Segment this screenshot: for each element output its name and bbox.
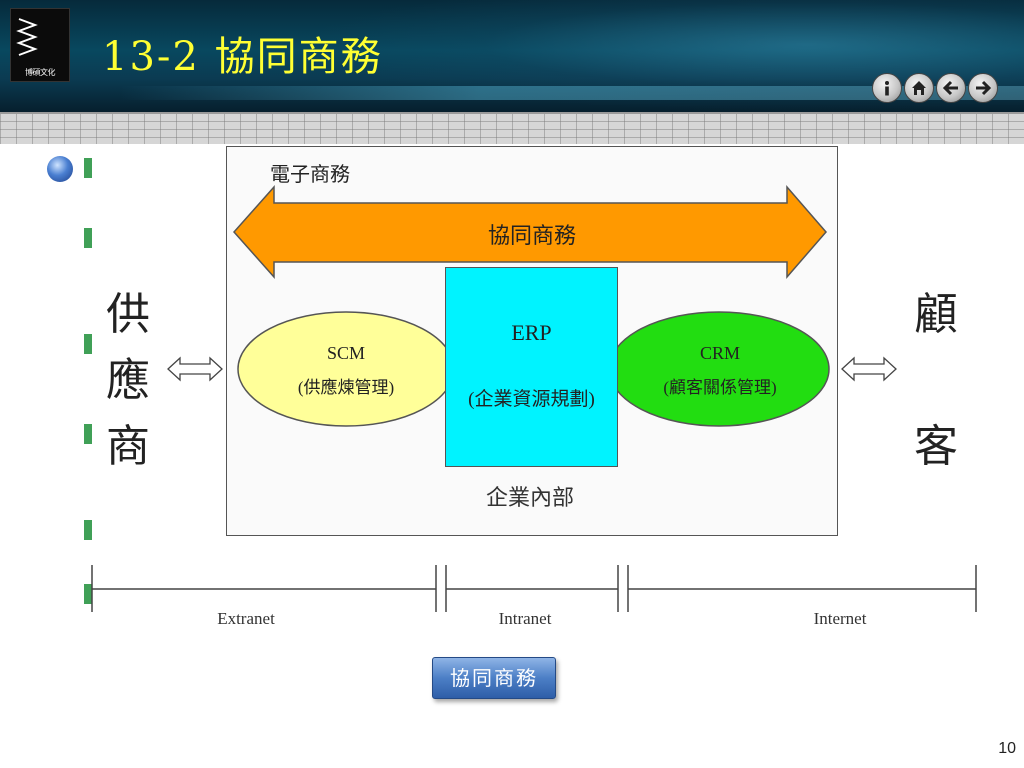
forward-button[interactable] <box>968 73 998 103</box>
header-banner: 博碩文化 13-2 協同商務 <box>0 0 1024 112</box>
collab-commerce-button[interactable]: 協同商務 <box>432 657 556 699</box>
header-grid-band <box>0 112 1024 144</box>
logo-text: 博碩文化 <box>25 68 56 77</box>
header-streak <box>120 86 1024 100</box>
home-icon <box>912 81 926 95</box>
logo-mark-icon <box>16 18 38 56</box>
crm-title: CRM <box>699 343 741 363</box>
enterprise-internal-label: 企業內部 <box>485 486 574 511</box>
customer-spacer <box>906 348 966 414</box>
hidden-text-fragment <box>84 520 92 540</box>
supplier-label: 供 應 商 <box>98 282 158 480</box>
publisher-logo: 博碩文化 <box>10 8 70 82</box>
erp-box <box>445 267 618 467</box>
crm-ellipse <box>608 311 830 427</box>
extranet-label: Extranet <box>217 609 275 628</box>
erp-subtitle: (企業資源規劃) <box>468 389 595 410</box>
info-button[interactable] <box>872 73 902 103</box>
supplier-char: 應 <box>106 355 150 406</box>
back-button[interactable] <box>936 73 966 103</box>
scm-title: SCM <box>326 343 366 363</box>
home-button[interactable] <box>904 73 934 103</box>
collab-arrow-label: 協同商務 <box>487 224 576 249</box>
info-icon <box>885 81 889 96</box>
scm-ellipse <box>237 311 455 427</box>
ecommerce-label: 電子商務 <box>270 162 350 186</box>
supplier-char: 供 <box>106 289 150 340</box>
back-arrow-icon <box>942 80 958 96</box>
hidden-text-fragment <box>84 228 92 248</box>
hidden-text-fragment <box>84 334 92 354</box>
hidden-text-fragment <box>84 158 92 178</box>
customer-exchange-arrow <box>841 356 897 382</box>
network-ruler <box>91 565 977 612</box>
erp-title: ERP <box>511 320 552 345</box>
supplier-char: 商 <box>106 421 150 472</box>
scm-subtitle: (供應煉管理) <box>297 378 395 397</box>
customer-label: 顧 客 <box>906 282 966 480</box>
slide-number: 10 <box>998 740 1016 757</box>
customer-char: 顧 <box>914 289 958 340</box>
collab-commerce-arrow <box>232 184 827 280</box>
forward-arrow-icon <box>976 80 992 96</box>
crm-subtitle: (顧客關係管理) <box>663 378 777 397</box>
nav-button-group <box>872 73 1002 105</box>
internet-label: Internet <box>813 609 867 628</box>
hidden-text-fragment <box>84 424 92 444</box>
page-title: 13-2 協同商務 <box>102 34 383 80</box>
customer-char: 客 <box>914 421 958 472</box>
supplier-exchange-arrow <box>167 356 223 382</box>
intranet-label: Intranet <box>498 609 552 628</box>
hidden-text-fragment <box>84 584 92 604</box>
bullet-icon <box>47 156 73 182</box>
